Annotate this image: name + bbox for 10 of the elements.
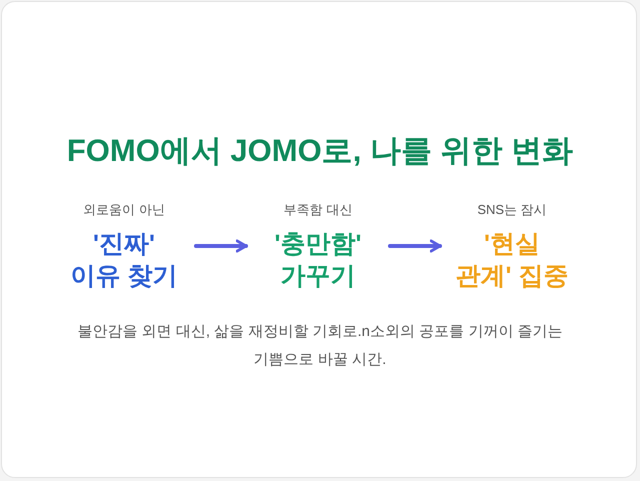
node-subtitle: 부족함 대신 — [284, 201, 352, 219]
node-heading: '현실 관계' 집중 — [454, 229, 570, 292]
node-subtitle: SNS는 잠시 — [477, 201, 547, 219]
caption: 불안감을 외면 대신, 삶을 재정비할 기회로.n소외의 공포를 기꺼이 즐기는 기쁨으로 바꿀 시간. — [76, 322, 564, 370]
node-heading: '충만함' 가꾸기 — [274, 229, 362, 292]
node-heading: '진짜' 이유 찾기 — [70, 229, 178, 292]
arrow — [194, 239, 248, 253]
node-subtitle: 외로움이 아닌 — [83, 201, 165, 219]
title: FOMO에서 JOMO로, 나를 위한 변화 — [66, 132, 574, 170]
arrow — [388, 239, 442, 253]
